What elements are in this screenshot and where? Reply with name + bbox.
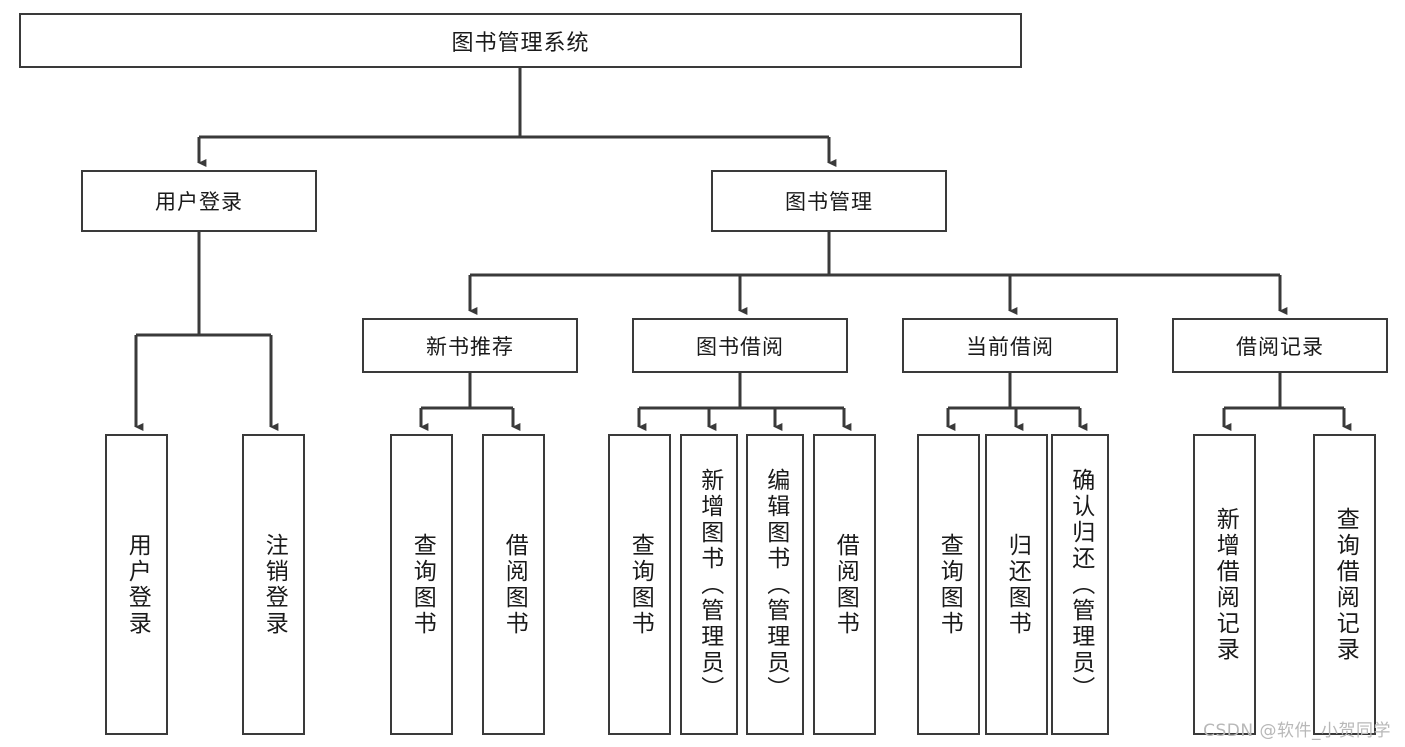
node-leaf-edit-book-label: 编辑图书（管理员）	[762, 467, 789, 702]
node-leaf-user-login[interactable]: 用户登录	[105, 434, 168, 735]
node-leaf-borrow-book[interactable]: 借阅图书	[813, 434, 876, 735]
node-leaf-borrow-book-label: 借阅图书	[832, 532, 859, 637]
node-leaf-return-book[interactable]: 归还图书	[985, 434, 1048, 735]
node-leaf-query-book-cur[interactable]: 查询图书	[917, 434, 980, 735]
node-leaf-user-login-label: 用户登录	[124, 532, 151, 637]
node-new-book-rec-label: 新书推荐	[426, 334, 514, 359]
node-leaf-query-record[interactable]: 查询借阅记录	[1313, 434, 1376, 735]
node-leaf-query-book-cur-label: 查询图书	[936, 532, 963, 637]
node-current-borrow-label: 当前借阅	[966, 334, 1054, 359]
node-leaf-confirm-return-label: 确认归还（管理员）	[1067, 467, 1094, 702]
node-leaf-user-logout-label: 注销登录	[261, 532, 288, 637]
node-borrow-record[interactable]: 借阅记录	[1172, 318, 1388, 373]
node-leaf-query-book-rec[interactable]: 查询图书	[390, 434, 453, 735]
node-leaf-confirm-return[interactable]: 确认归还（管理员）	[1051, 434, 1109, 735]
node-book-borrow[interactable]: 图书借阅	[632, 318, 848, 373]
node-leaf-query-book-borrow[interactable]: 查询图书	[608, 434, 671, 735]
node-leaf-query-book-borrow-label: 查询图书	[627, 532, 654, 637]
node-book-borrow-label: 图书借阅	[696, 334, 784, 359]
node-leaf-add-book[interactable]: 新增图书（管理员）	[680, 434, 738, 735]
node-leaf-query-record-label: 查询借阅记录	[1332, 506, 1359, 663]
node-leaf-add-record-label: 新增借阅记录	[1212, 506, 1239, 663]
node-root-label: 图书管理系统	[451, 30, 590, 56]
node-leaf-return-book-label: 归还图书	[1004, 532, 1031, 637]
node-leaf-edit-book[interactable]: 编辑图书（管理员）	[746, 434, 804, 735]
node-user-login-label: 用户登录	[155, 190, 243, 214]
node-book-manage[interactable]: 图书管理	[711, 170, 947, 232]
node-leaf-add-book-label: 新增图书（管理员）	[696, 467, 723, 702]
watermark-text: CSDN @软件_小贺同学	[1203, 721, 1391, 741]
node-new-book-rec[interactable]: 新书推荐	[362, 318, 578, 373]
node-root[interactable]: 图书管理系统	[19, 13, 1022, 68]
node-current-borrow[interactable]: 当前借阅	[902, 318, 1118, 373]
node-leaf-borrow-book-rec[interactable]: 借阅图书	[482, 434, 545, 735]
node-leaf-query-book-rec-label: 查询图书	[409, 532, 436, 637]
node-borrow-record-label: 借阅记录	[1236, 334, 1324, 359]
node-leaf-add-record[interactable]: 新增借阅记录	[1193, 434, 1256, 735]
node-book-manage-label: 图书管理	[785, 190, 873, 214]
node-leaf-borrow-book-rec-label: 借阅图书	[501, 532, 528, 637]
node-leaf-user-logout[interactable]: 注销登录	[242, 434, 305, 735]
node-user-login[interactable]: 用户登录	[81, 170, 317, 232]
